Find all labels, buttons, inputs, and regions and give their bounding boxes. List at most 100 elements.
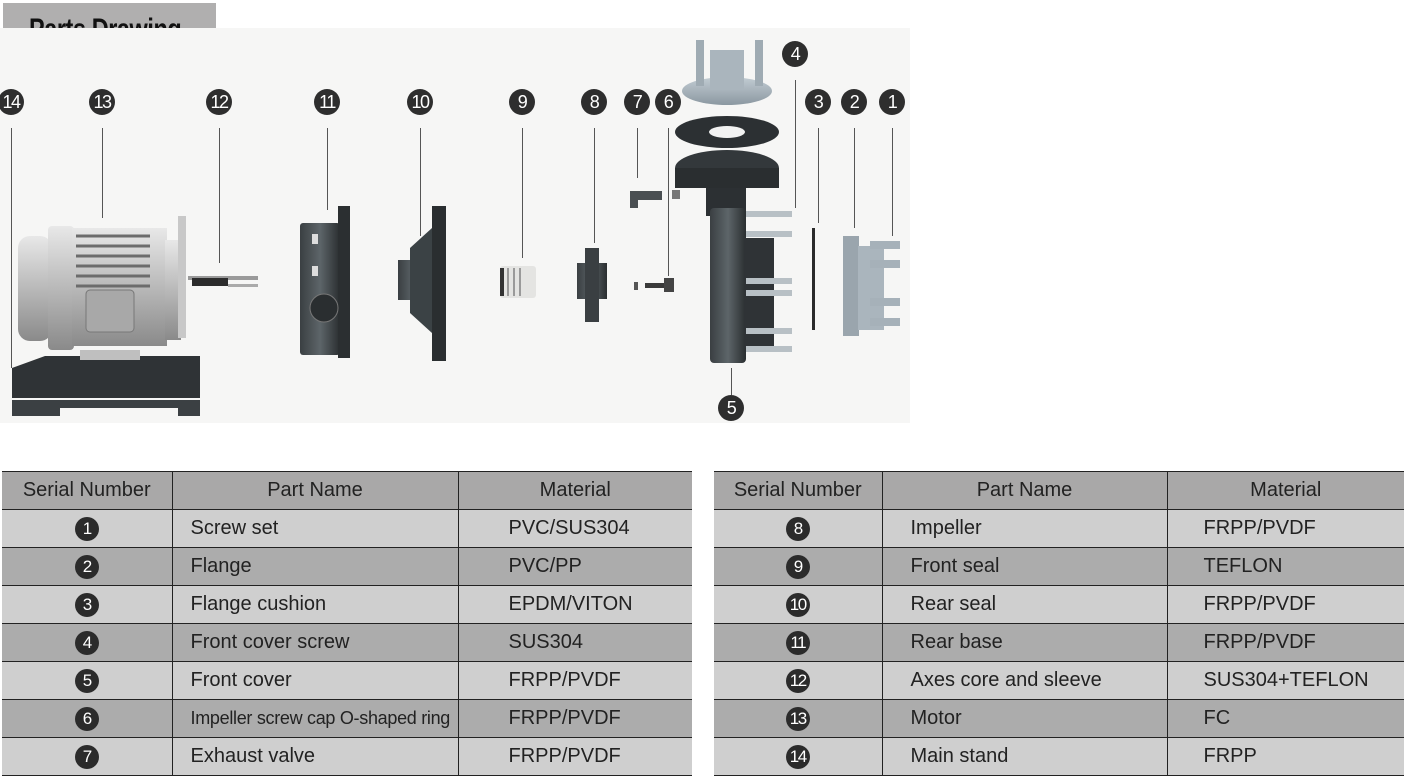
serial-badge: 8 — [785, 516, 810, 541]
part-name: Axes core and sleeve — [881, 661, 1168, 700]
parts-table-2: Serial Number Part Name Material 8 Impell… — [714, 471, 1404, 776]
main-stand-shape — [12, 350, 200, 416]
serial-badge: 10 — [785, 592, 810, 617]
leader-line-1 — [892, 128, 893, 236]
callout-3: 3 — [805, 89, 831, 115]
header-part-name: Part Name — [171, 471, 459, 510]
part-name: Front seal — [881, 547, 1168, 586]
callout-4: 4 — [782, 41, 808, 67]
exploded-pump-drawing: 14 13 12 11 10 9 8 7 6 4 3 2 1 5 — [0, 28, 910, 428]
serial-badge: 9 — [785, 554, 810, 579]
exhaust-valve-shape — [630, 190, 680, 208]
screw-set-shape — [870, 241, 900, 326]
material: FRPP/PVDF — [457, 737, 692, 776]
part-name: Exhaust valve — [171, 737, 459, 776]
rear-base-shape — [300, 206, 350, 358]
serial-badge: 1 — [74, 516, 99, 541]
flange-cushion-shape — [812, 228, 815, 330]
part-name: Main stand — [881, 737, 1168, 776]
part-name: Rear base — [881, 623, 1168, 662]
material: PVC/PP — [457, 547, 692, 586]
serial-badge: 14 — [785, 744, 810, 769]
part-name: Impeller screw cap O-shaped ring — [171, 699, 459, 738]
callout-13: 13 — [89, 89, 115, 115]
serial-badge: 4 — [74, 630, 99, 655]
serial-badge: 11 — [785, 630, 810, 655]
part-name: Motor — [881, 699, 1168, 738]
leader-line-14 — [11, 128, 12, 368]
motor-shape — [18, 216, 186, 350]
parts-table-1: Serial Number Part Name Material 1 Screw … — [2, 471, 692, 776]
leader-line-3 — [818, 128, 819, 223]
material: FRPP — [1166, 737, 1404, 776]
impeller-screw-cap-shape — [634, 278, 674, 292]
leader-line-8 — [594, 128, 595, 243]
header-part-name: Part Name — [881, 471, 1168, 510]
callout-14: 14 — [0, 89, 24, 115]
serial-badge: 3 — [74, 592, 99, 617]
part-name: Screw set — [171, 509, 459, 548]
front-cover-shape — [675, 40, 792, 363]
leader-line-2 — [854, 128, 855, 228]
part-name: Front cover — [171, 661, 459, 700]
part-name: Flange — [171, 547, 459, 586]
callout-5: 5 — [718, 395, 744, 421]
leader-line-4 — [795, 80, 796, 208]
callout-12: 12 — [206, 89, 232, 115]
callout-6: 6 — [655, 89, 681, 115]
table-header-row: Serial Number Part Name Material — [714, 471, 1404, 510]
header-serial-number: Serial Number — [2, 471, 173, 510]
material: FRPP/PVDF — [1166, 585, 1404, 624]
leader-line-7 — [637, 128, 638, 178]
callout-8: 8 — [581, 89, 607, 115]
leader-line-11 — [327, 128, 328, 210]
callout-7: 7 — [624, 89, 650, 115]
part-name: Flange cushion — [171, 585, 459, 624]
callout-11: 11 — [314, 89, 340, 115]
part-name: Impeller — [881, 509, 1168, 548]
serial-badge: 12 — [785, 668, 810, 693]
material: SUS304+TEFLON — [1166, 661, 1404, 700]
material: FC — [1166, 699, 1404, 738]
material: SUS304 — [457, 623, 692, 662]
serial-badge: 7 — [74, 744, 99, 769]
front-seal-shape — [500, 266, 536, 298]
parts-illustration — [12, 40, 900, 416]
part-name: Front cover screw — [171, 623, 459, 662]
leader-line-10 — [420, 128, 421, 236]
leader-line-5 — [731, 368, 732, 395]
leader-line-12 — [219, 128, 220, 263]
part-name: Rear seal — [881, 585, 1168, 624]
callout-2: 2 — [841, 89, 867, 115]
rear-seal-shape — [398, 206, 446, 361]
leader-line-6 — [668, 128, 669, 276]
material: FRPP/PVDF — [1166, 509, 1404, 548]
serial-badge: 13 — [785, 706, 810, 731]
serial-badge: 6 — [74, 706, 99, 731]
material: EPDM/VITON — [457, 585, 692, 624]
header-serial-number: Serial Number — [714, 471, 883, 510]
table-header-row: Serial Number Part Name Material — [2, 471, 692, 510]
serial-badge: 2 — [74, 554, 99, 579]
material: TEFLON — [1166, 547, 1404, 586]
shaft-shape — [188, 276, 258, 287]
material: FRPP/PVDF — [457, 661, 692, 700]
impeller-shape — [577, 248, 607, 322]
serial-badge: 5 — [74, 668, 99, 693]
header-material: Material — [457, 471, 692, 510]
callout-10: 10 — [407, 89, 433, 115]
material: PVC/SUS304 — [457, 509, 692, 548]
material: FRPP/PVDF — [1166, 623, 1404, 662]
material: FRPP/PVDF — [457, 699, 692, 738]
